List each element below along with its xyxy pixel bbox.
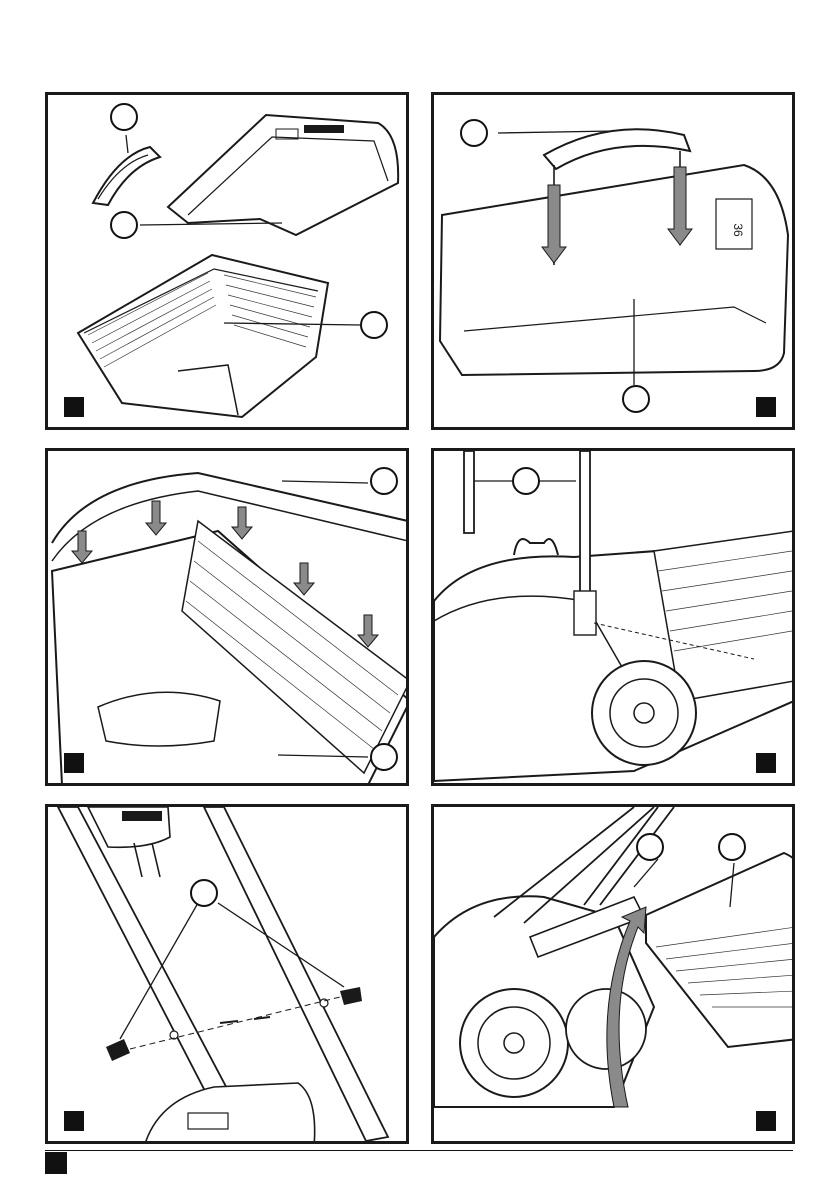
panel-attach-bag-clips [45,448,409,786]
knobs-bolts-drawing [48,807,409,1144]
down-arrow [294,563,314,595]
callout-circle [460,119,488,147]
panel-handle-knobs [45,804,409,1144]
callout-circle [622,385,650,413]
callout-circle [370,743,398,771]
upper-handle-tube [464,451,474,533]
panel-bag-assembly [45,92,409,430]
bag-cover-underside [52,473,408,543]
bag-handle-part [93,147,160,205]
bag-clips-drawing [48,451,409,786]
figure-marker [756,397,776,417]
down-arrow [146,501,166,535]
down-arrow [358,615,378,647]
panel-fit-upper-handle [431,448,795,786]
figure-marker [756,1111,776,1131]
figure-marker [64,397,84,417]
bag-handle-drawing: 36 [434,95,795,430]
figure-marker [756,753,776,773]
mower-body-bottom [144,1083,315,1144]
mower-handle-drawing [434,451,795,786]
carry-handle [544,129,690,169]
knob-right [340,987,362,1005]
knob-left [106,1039,130,1061]
callout-circle [636,833,664,861]
callout-circle [370,467,398,495]
figure-marker [64,753,84,773]
rear-wheel [460,989,568,1097]
rear-wheel [592,661,696,765]
page-marker [45,1152,67,1174]
footer-rule [45,1150,793,1151]
bag-top-cover [168,115,398,235]
callout-circle [190,879,218,907]
callout-circle [110,211,138,239]
panel-fit-bag-handle: 36 [431,92,795,430]
collection-bag [646,853,795,1047]
callout-circle [360,311,388,339]
down-arrow [232,507,252,539]
callout-circle [512,467,540,495]
mesh-basket [78,255,328,417]
bolt [220,1021,238,1023]
panel-hang-bag [431,804,795,1144]
callout-circle [110,103,138,131]
figure-marker [64,1111,84,1131]
second-wheel [566,989,646,1069]
bag-assembly-drawing [48,95,409,430]
callout-circle [718,833,746,861]
bag-cover-large [440,165,788,375]
svg-text:36: 36 [731,223,745,237]
